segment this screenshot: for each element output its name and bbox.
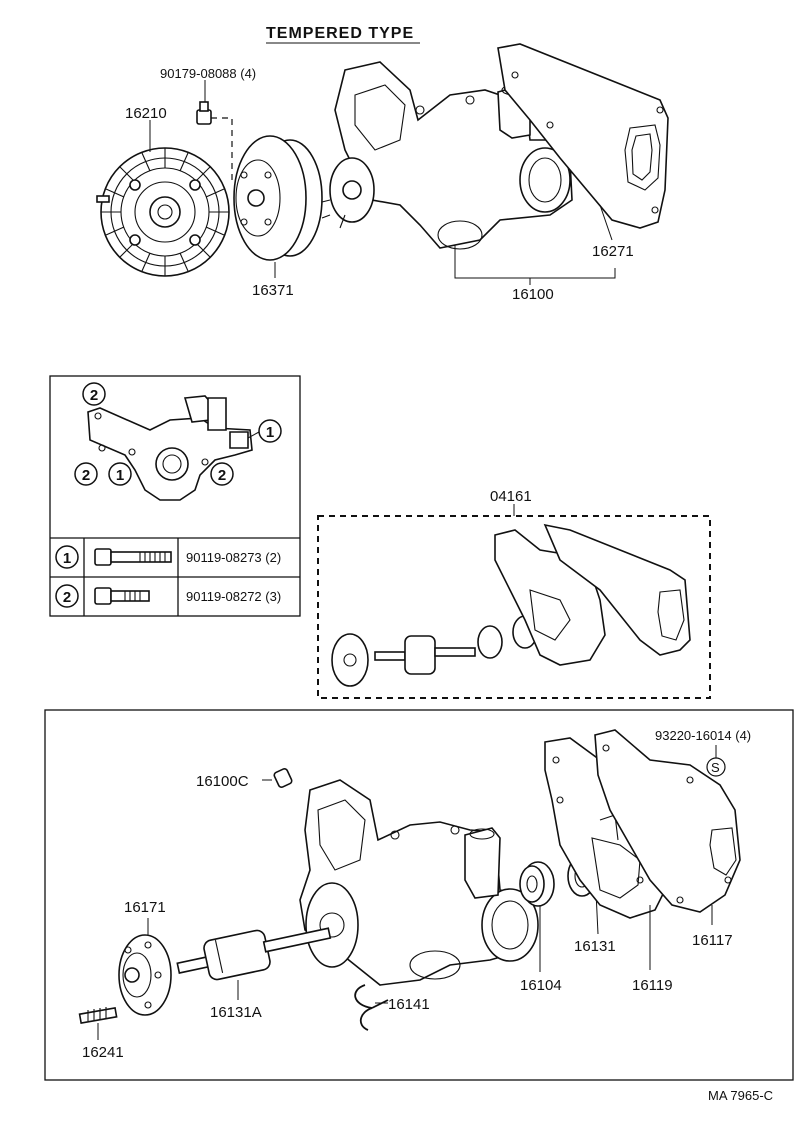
bolt-location-legend: 2 1 2 1 2 1 90119-08273 (2) 2 90119-08 — [49, 375, 301, 617]
label-16241: 16241 — [82, 1044, 124, 1061]
fan-clutch — [96, 147, 230, 277]
label-93220-16014: 93220-16014 (4) — [655, 728, 751, 743]
seal-16104 — [519, 861, 555, 907]
label-16131: 16131 — [574, 938, 616, 955]
leader-16271 — [599, 204, 613, 241]
label-90179-08088: 90179-08088 (4) — [160, 66, 256, 81]
legend-row1-part: 90119-08273 (2) — [186, 550, 281, 565]
marker-2-top: 2 — [90, 387, 98, 404]
plug-16100c — [273, 767, 293, 789]
label-16210: 16210 — [125, 105, 167, 122]
bearing-16131a — [176, 927, 332, 981]
ring-symbol: S — [711, 760, 720, 775]
bolt-90179-08088 — [196, 101, 212, 125]
clip-16141 — [354, 984, 389, 1031]
label-16141: 16141 — [388, 996, 430, 1013]
legend-row2-marker: 2 — [63, 589, 71, 606]
label-16104: 16104 — [520, 977, 562, 994]
label-16271: 16271 — [592, 243, 634, 260]
marker-2-right: 2 — [218, 467, 226, 484]
label-04161: 04161 — [490, 488, 532, 505]
label-16117: 16117 — [692, 932, 733, 949]
pump-body — [299, 779, 539, 986]
legend-row2-part: 90119-08272 (3) — [186, 589, 281, 604]
diagram-title: TEMPERED TYPE — [266, 25, 414, 42]
leader-16100 — [454, 245, 616, 279]
label-16119: 16119 — [632, 977, 673, 994]
legend-row1-marker: 1 — [63, 550, 71, 567]
drawing-code: MA 7965-C — [708, 1088, 773, 1103]
short-bolt-icon — [94, 587, 150, 605]
marker-2-left: 2 — [82, 467, 90, 484]
label-16100c: 16100C — [196, 773, 249, 790]
stud-16241 — [78, 1007, 118, 1024]
label-16171: 16171 — [124, 899, 166, 916]
flange-16171 — [118, 934, 172, 1016]
gasket-16271 — [497, 43, 669, 229]
exploded-view-frame — [44, 709, 794, 1081]
gasket-kit — [317, 504, 711, 699]
pulley — [233, 135, 323, 261]
gasket-16117 — [594, 729, 741, 913]
marker-1-right: 1 — [266, 424, 274, 441]
label-16131a: 16131A — [210, 1004, 262, 1021]
marker-1-left: 1 — [116, 467, 124, 484]
label-16371: 16371 — [252, 282, 294, 299]
label-16100: 16100 — [512, 286, 554, 303]
long-bolt-icon — [94, 548, 172, 566]
